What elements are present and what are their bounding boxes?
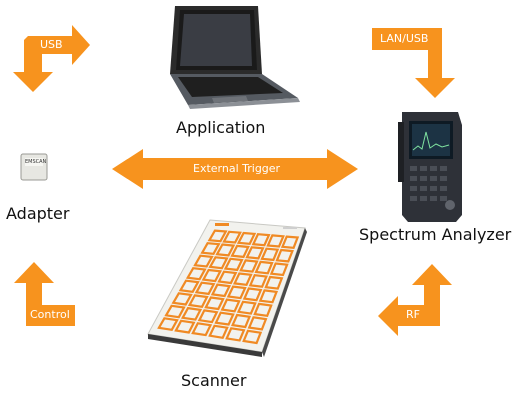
scanner-cell [191,322,213,337]
scanner-cell [200,242,221,255]
scanner-cell [210,283,232,298]
scanner-cell [194,281,216,296]
usb-arrow [13,25,90,92]
scanner-cell [201,268,223,283]
scanner-cell [174,319,196,334]
scanner-cell [180,306,203,321]
scanner-cell [242,329,263,345]
control-arrow-label: Control [30,308,70,321]
scanner-cell [251,233,271,247]
scanner-cell [222,230,242,244]
scanner-cell [225,327,246,342]
scanner-cell [230,244,250,259]
scanner-cell [264,275,284,290]
scanner-cell [164,304,186,319]
scanner-cell [280,235,300,249]
rf-arrow-label: RF [406,308,420,321]
adapter-label: Adapter [6,204,70,223]
lan-usb-arrow-label: LAN/USB [380,32,429,45]
scanner-cell [157,317,179,332]
scanner-cell [258,289,279,304]
scanner-cell [266,234,285,248]
scanner-cell [226,285,247,300]
spectrum-analyzer-label: Spectrum Analyzer [359,225,512,244]
laptop-icon [170,6,300,109]
scanner-cell [214,311,235,326]
scanner-label: Scanner [181,371,247,390]
scanner-cell [248,274,268,288]
control-arrow [14,262,75,326]
scanner-grid [157,229,300,345]
scanner-cell [254,260,274,275]
scanner-cell [269,262,289,277]
lan-usb-arrow [372,28,455,98]
scanner-cell [207,229,228,243]
usb-arrow-label: USB [40,38,63,51]
scanner-cell [171,292,193,306]
scanner-cell [178,279,200,293]
external-trigger-arrow [112,149,358,189]
scanner-cell [208,324,229,340]
scanner-cell [231,313,252,329]
scanner-cell [275,248,294,263]
scanner-cell [217,270,238,285]
adapter-logo-text: EMSCAN [25,159,47,165]
scanner-cell [185,267,207,281]
scanner-cell [187,294,209,309]
scanner-cell [204,296,225,311]
scanner-cell [208,256,229,270]
application-label: Application [176,118,266,137]
scanner-cell [215,243,236,257]
rf-arrow [378,264,452,336]
scanner-cell [197,309,219,324]
scanner-cell [223,257,244,272]
adapter-icon [20,153,48,181]
scanner-icon [147,219,307,357]
scanner-cell [220,298,241,313]
scanner-cell [239,259,259,273]
scanner-cell [245,246,265,260]
external-trigger-label: External Trigger [193,162,281,175]
spectrum-analyzer-icon [398,112,462,222]
scanner-cell [232,272,253,286]
scanner-cell [260,247,280,262]
scanner-cell [236,231,257,245]
scanner-cell [247,316,268,331]
scanner-cell [242,287,263,302]
scanner-cell [253,302,273,318]
scanner-cell [236,300,257,315]
scanner-cell [193,254,214,268]
